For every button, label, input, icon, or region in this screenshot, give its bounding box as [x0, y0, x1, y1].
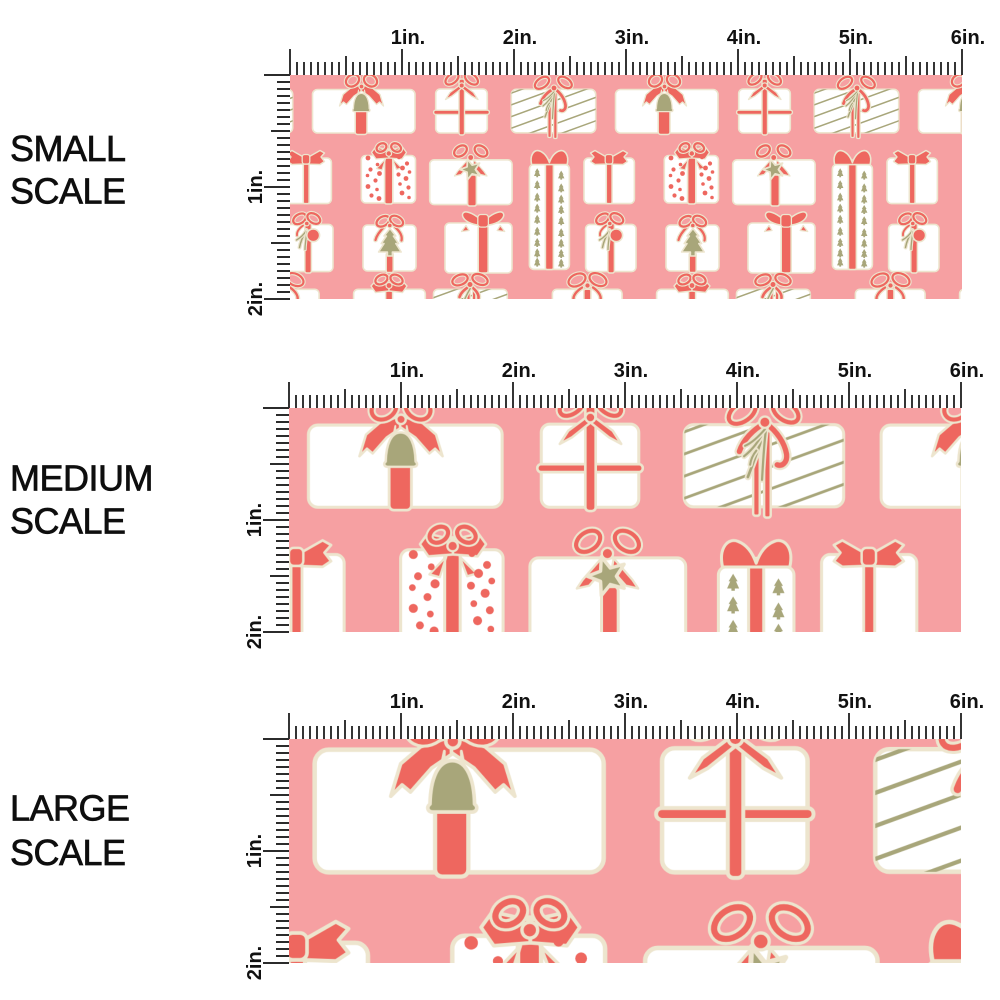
svg-text:2in.: 2in. — [502, 360, 536, 382]
svg-text:1in.: 1in. — [391, 27, 425, 49]
svg-text:1in.: 1in. — [390, 691, 424, 713]
svg-text:2in.: 2in. — [245, 282, 267, 316]
svg-text:4in.: 4in. — [726, 360, 760, 382]
svg-text:5in.: 5in. — [839, 27, 873, 49]
svg-text:6in.: 6in. — [950, 360, 984, 382]
svg-text:SMALL: SMALL — [10, 128, 126, 169]
svg-text:2in.: 2in. — [244, 615, 266, 649]
svg-text:1in.: 1in. — [245, 170, 267, 204]
svg-text:6in.: 6in. — [950, 691, 984, 713]
svg-text:1in.: 1in. — [244, 503, 266, 537]
svg-text:5in.: 5in. — [838, 360, 872, 382]
svg-text:2in.: 2in. — [502, 691, 536, 713]
svg-text:3in.: 3in. — [614, 691, 648, 713]
svg-text:LARGE: LARGE — [10, 787, 130, 828]
svg-text:SCALE: SCALE — [10, 832, 126, 873]
svg-text:MEDIUM: MEDIUM — [10, 458, 153, 499]
svg-text:3in.: 3in. — [614, 360, 648, 382]
svg-text:SCALE: SCALE — [10, 171, 126, 212]
svg-text:4in.: 4in. — [726, 691, 760, 713]
svg-text:1in.: 1in. — [244, 834, 266, 868]
svg-text:6in.: 6in. — [951, 27, 985, 49]
svg-text:4in.: 4in. — [727, 27, 761, 49]
svg-text:2in.: 2in. — [244, 946, 266, 980]
svg-text:SCALE: SCALE — [10, 500, 126, 541]
svg-text:5in.: 5in. — [838, 691, 872, 713]
svg-text:1in.: 1in. — [390, 360, 424, 382]
svg-text:2in.: 2in. — [503, 27, 537, 49]
svg-text:3in.: 3in. — [615, 27, 649, 49]
